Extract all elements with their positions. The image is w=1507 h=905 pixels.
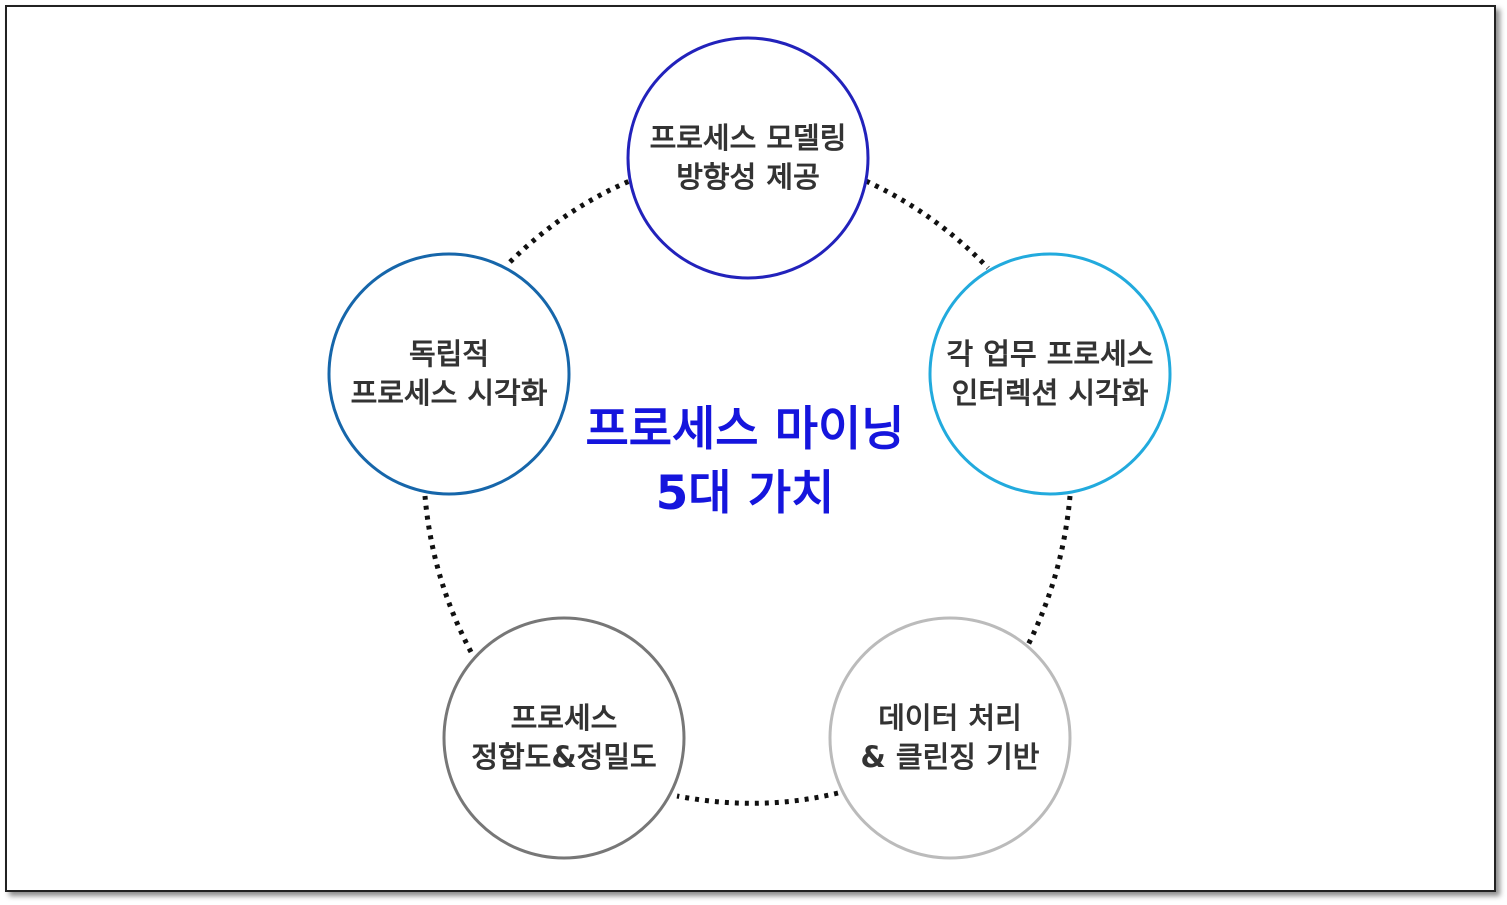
node-circle-bottom-right [828, 616, 1072, 860]
node-bottom-left-line2: 정합도&정밀도 [471, 740, 657, 774]
center-title-line2: 5대 가치 [655, 466, 835, 521]
node-bottom-right: 데이터 처리 & 클린징 기반 [830, 618, 1070, 858]
node-circles [327, 36, 1172, 860]
node-left-line2: 프로세스 시각화 [350, 376, 548, 410]
node-circle-right [928, 252, 1172, 496]
connector-top-right [864, 178, 990, 270]
center-title-line1: 프로세스 마이닝 [585, 402, 905, 457]
node-bottom-right-line1: 데이터 처리 [878, 701, 1022, 735]
connector-arcs [422, 177, 1073, 806]
node-bottom-right-line2: & 클린징 기반 [860, 740, 1040, 774]
node-bottom-left: 프로세스 정합도&정밀도 [444, 618, 684, 858]
node-top-line1: 프로세스 모델링 [649, 121, 847, 155]
node-top: 프로세스 모델링 방향성 제공 [628, 38, 868, 278]
node-right: 각 업무 프로세스 인터렉션 시각화 [930, 254, 1170, 494]
node-right-line1: 각 업무 프로세스 [946, 337, 1154, 371]
node-left-line1: 독립적 [408, 337, 490, 371]
node-left: 독립적 프로세스 시각화 [329, 254, 569, 494]
connector-bottomright-bottomleft [676, 790, 839, 806]
connector-left-top [508, 177, 633, 264]
node-top-line2: 방향성 제공 [676, 160, 820, 194]
node-circle-left [327, 252, 571, 496]
node-circle-top [626, 36, 870, 280]
connector-bottomleft-left [422, 495, 474, 654]
node-circle-bottom-left [442, 616, 686, 860]
node-bottom-left-line1: 프로세스 [510, 701, 618, 735]
center-title: 프로세스 마이닝 5대 가치 [545, 398, 945, 526]
node-right-line2: 인터렉션 시각화 [951, 376, 1149, 410]
